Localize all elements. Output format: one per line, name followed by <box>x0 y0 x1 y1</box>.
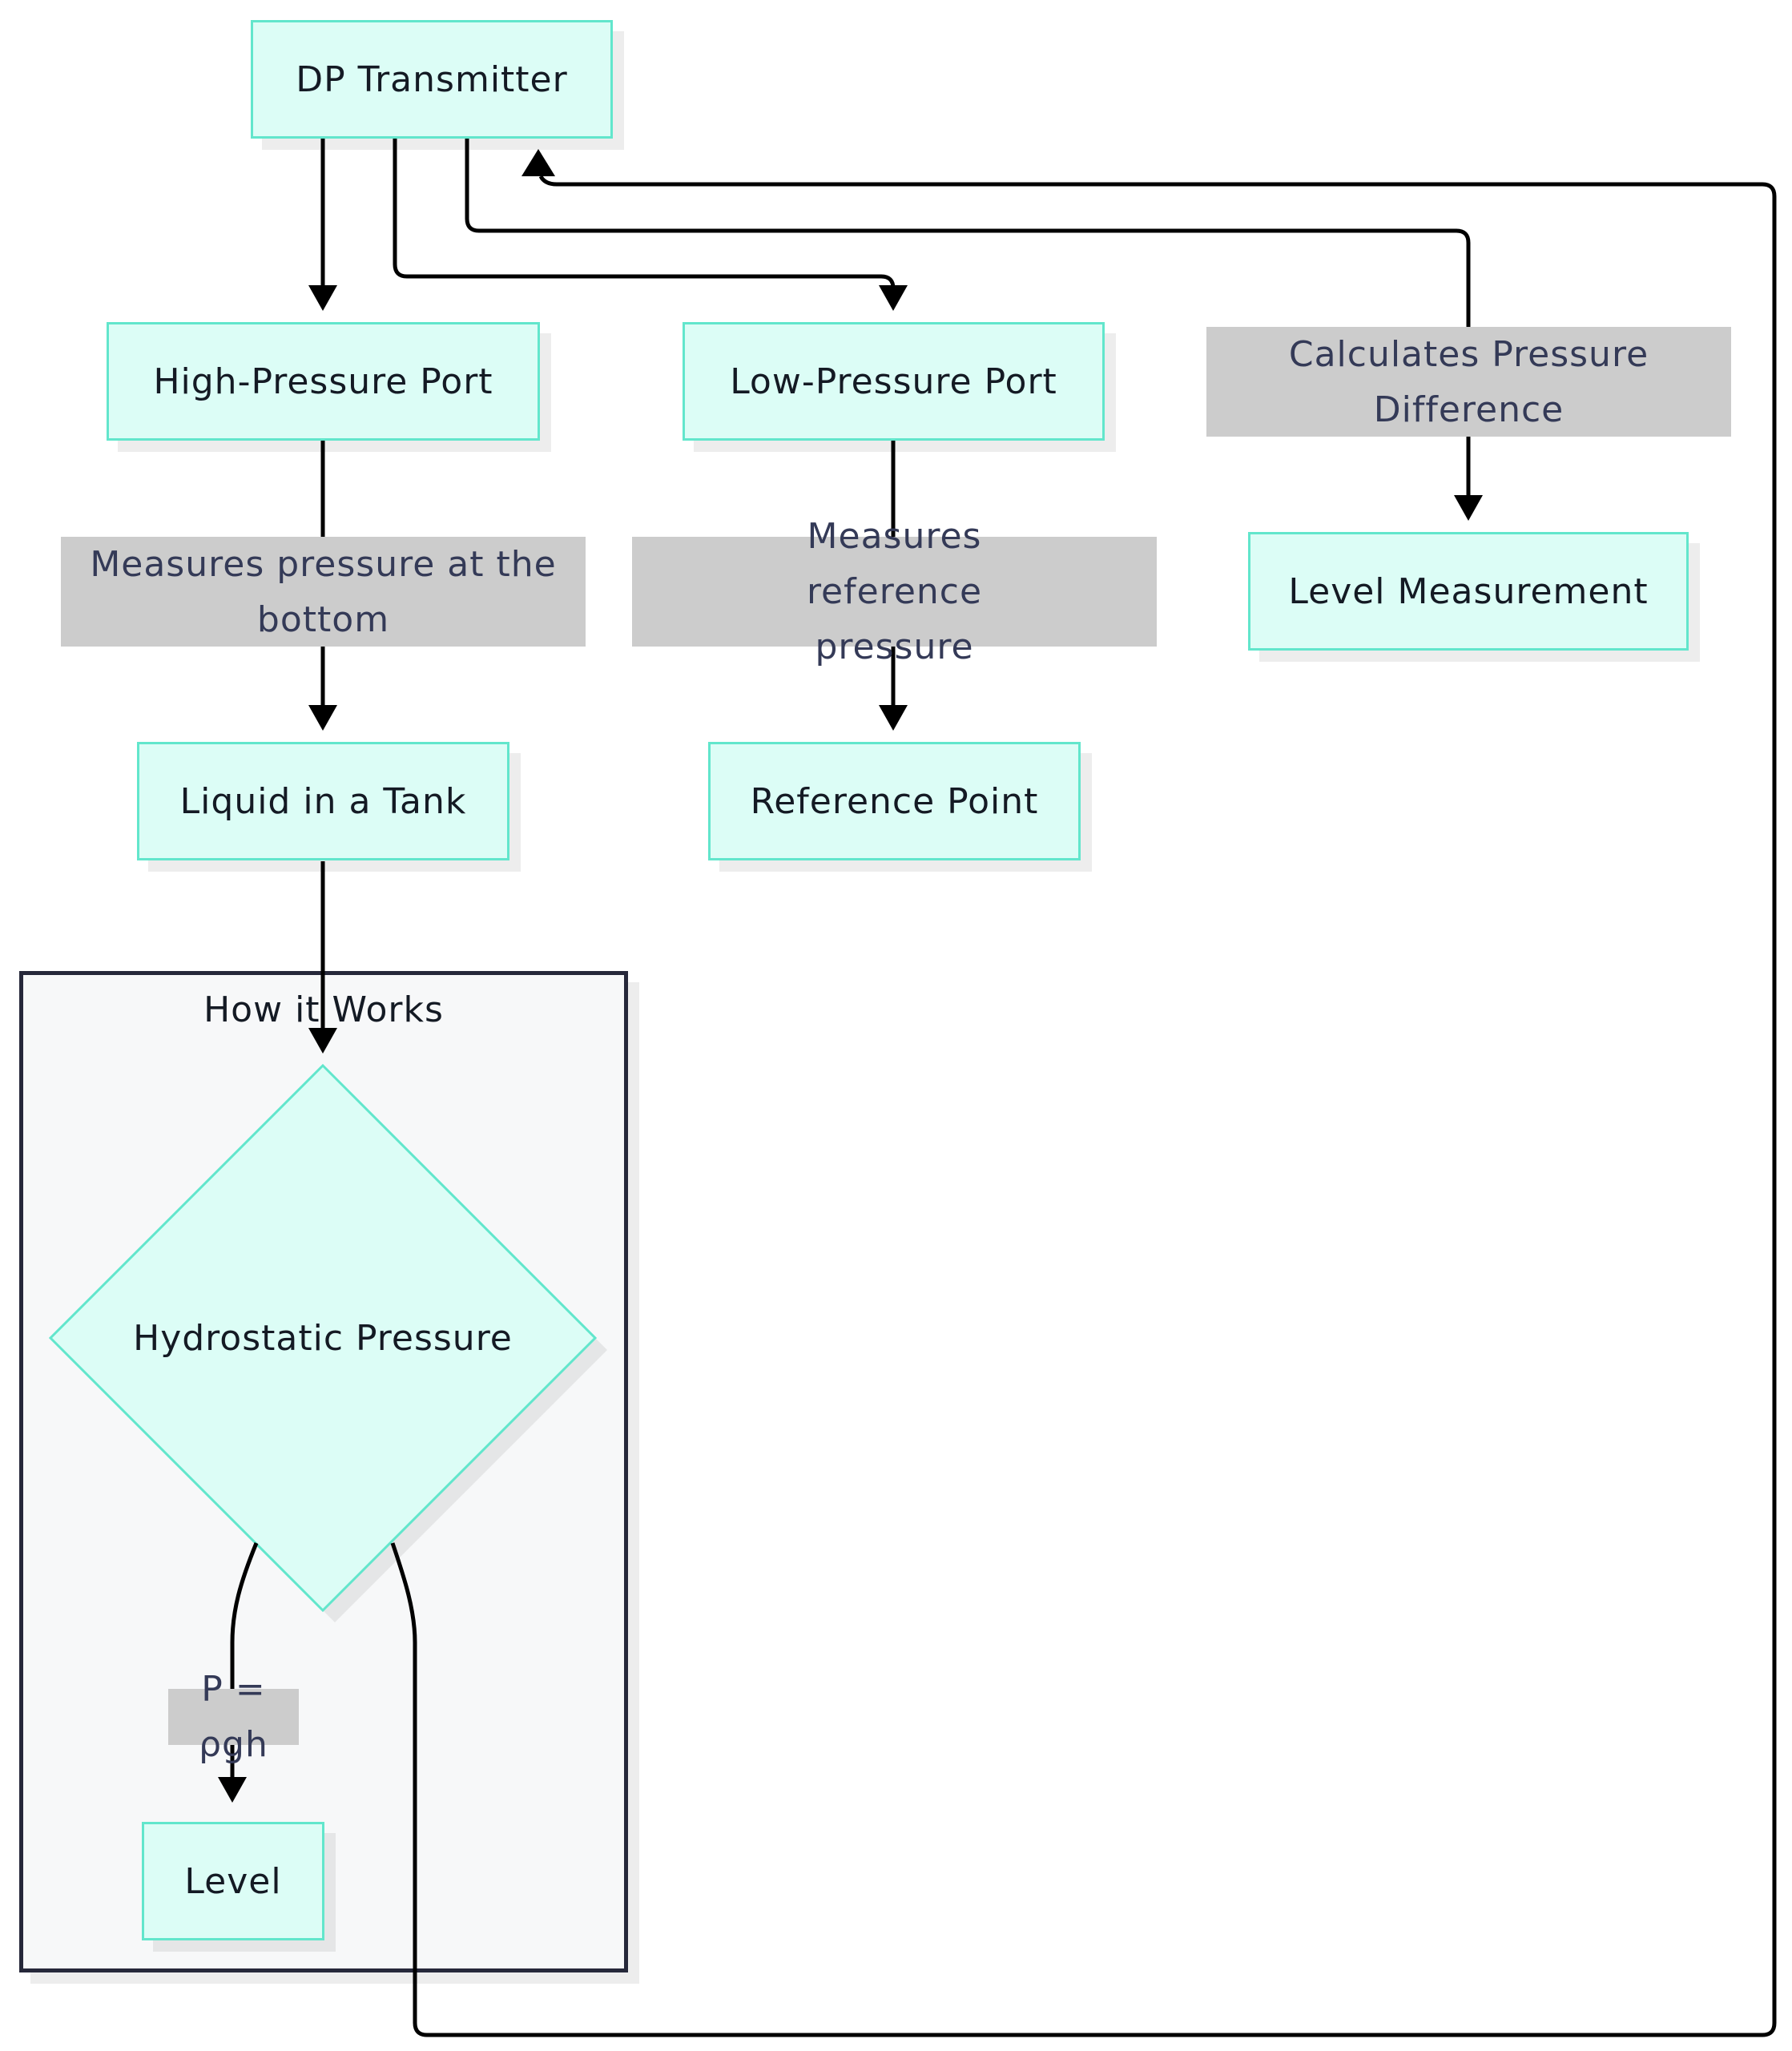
edge-label-formula: P = ρgh <box>168 1669 299 1765</box>
arrowhead-reference <box>879 705 908 731</box>
arrowhead-hydrostatic <box>308 1028 337 1054</box>
edge-hydrostatic-to-dp <box>390 175 1777 2037</box>
edge-label-calculates-difference: Calculates Pressure Difference <box>1206 327 1731 437</box>
edge-dp-to-level-measurement <box>465 139 1471 327</box>
node-liquid-in-tank[interactable]: Liquid in a Tank <box>137 742 509 860</box>
edge-hydrostatic-to-label <box>230 1542 259 1689</box>
arrowhead-low-port <box>879 285 908 311</box>
node-level[interactable]: Level <box>142 1822 324 1940</box>
node-high-pressure-port[interactable]: High-Pressure Port <box>107 322 540 441</box>
node-dp-transmitter[interactable]: DP Transmitter <box>251 20 613 139</box>
arrowhead-level <box>218 1777 247 1803</box>
arrowhead-dp-transmitter <box>521 149 555 176</box>
edge-label-measures-reference: Measures reference pressure <box>632 516 1157 667</box>
arrowhead-high-port <box>308 285 337 311</box>
node-reference-point[interactable]: Reference Point <box>708 742 1081 860</box>
arrowhead-liquid <box>308 705 337 731</box>
hydrostatic-pressure-diamond[interactable] <box>48 1063 598 1613</box>
node-level-measurement[interactable]: Level Measurement <box>1248 532 1689 651</box>
node-low-pressure-port[interactable]: Low-Pressure Port <box>683 322 1105 441</box>
arrowhead-level-measurement <box>1454 495 1483 521</box>
edge-dp-to-low-port <box>393 139 896 295</box>
edge-label-measures-bottom: Measures pressure at the bottom <box>61 537 586 647</box>
